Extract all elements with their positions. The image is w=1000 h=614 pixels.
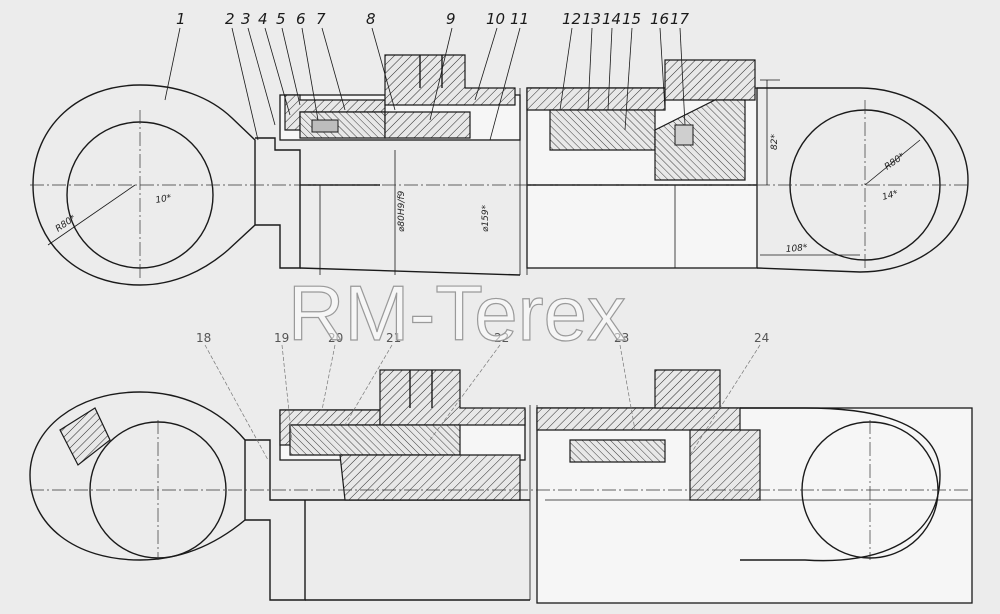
dim-r80-left: R80* bbox=[54, 213, 78, 234]
dim-offset-10: 10* bbox=[155, 193, 173, 206]
callout-8: 8 bbox=[366, 10, 376, 28]
callout-2: 2 bbox=[225, 10, 235, 28]
dimension-labels: R80* 10* ⌀80H9/f9 ⌀159* 82* R80* 14* 108… bbox=[54, 134, 907, 255]
callout-24: 24 bbox=[754, 331, 769, 345]
callout-7: 7 bbox=[316, 10, 326, 28]
callout-9: 9 bbox=[446, 10, 456, 28]
callout-16: 16 bbox=[650, 10, 669, 28]
dim-108: 108* bbox=[785, 243, 808, 255]
dim-r80-right: R80* bbox=[883, 151, 907, 172]
callout-17: 17 bbox=[670, 10, 690, 28]
watermark-text: RM-Terex bbox=[288, 269, 626, 357]
callout-6: 6 bbox=[296, 10, 306, 28]
callout-numbers-top: 1 2 3 4 5 6 7 8 9 10 11 12 13 14 15 16 1… bbox=[176, 10, 690, 28]
callout-18: 18 bbox=[196, 331, 211, 345]
callout-4: 4 bbox=[258, 10, 268, 28]
callout-14: 14 bbox=[602, 10, 621, 28]
callout-5: 5 bbox=[276, 10, 286, 28]
callout-12: 12 bbox=[562, 10, 581, 28]
callout-22: 22 bbox=[494, 331, 509, 345]
callout-3: 3 bbox=[241, 10, 251, 28]
callout-11: 11 bbox=[510, 10, 529, 28]
callout-23: 23 bbox=[614, 331, 629, 345]
callout-10: 10 bbox=[486, 10, 505, 28]
callout-leaders-bottom bbox=[204, 344, 761, 461]
callout-1: 1 bbox=[176, 10, 186, 28]
dim-82: 82* bbox=[770, 134, 780, 150]
dim-dia-80: ⌀80H9/f9 bbox=[397, 190, 407, 232]
callout-15: 15 bbox=[622, 10, 641, 28]
bottom-view bbox=[29, 369, 973, 604]
callout-21: 21 bbox=[386, 331, 401, 345]
dim-dia-159: ⌀159* bbox=[481, 204, 491, 232]
top-view bbox=[30, 54, 970, 286]
callout-19: 19 bbox=[274, 331, 289, 345]
dim-offset-14: 14* bbox=[881, 189, 899, 203]
callout-20: 20 bbox=[328, 331, 343, 345]
callout-numbers-bottom: 18 19 20 21 22 23 24 bbox=[196, 331, 769, 345]
callout-13: 13 bbox=[582, 10, 601, 28]
callout-leaders-top bbox=[164, 27, 686, 141]
